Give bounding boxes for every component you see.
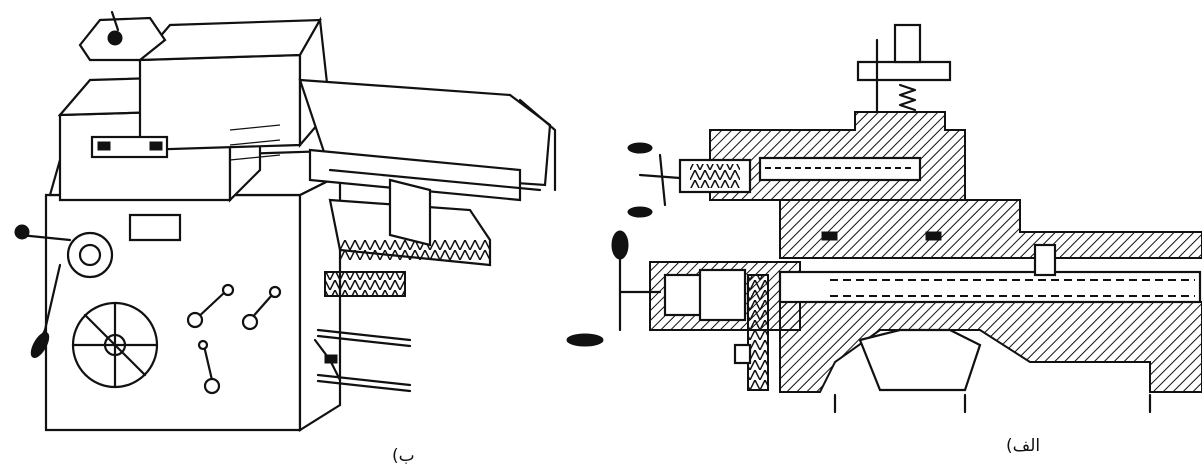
carriage-section-drawing	[566, 23, 1202, 414]
carriage-perspective-drawing	[14, 10, 557, 432]
caption-figure-b: ب)	[392, 446, 415, 466]
lever-group	[186, 283, 282, 395]
caption-figure-a: الف)	[1006, 436, 1041, 456]
